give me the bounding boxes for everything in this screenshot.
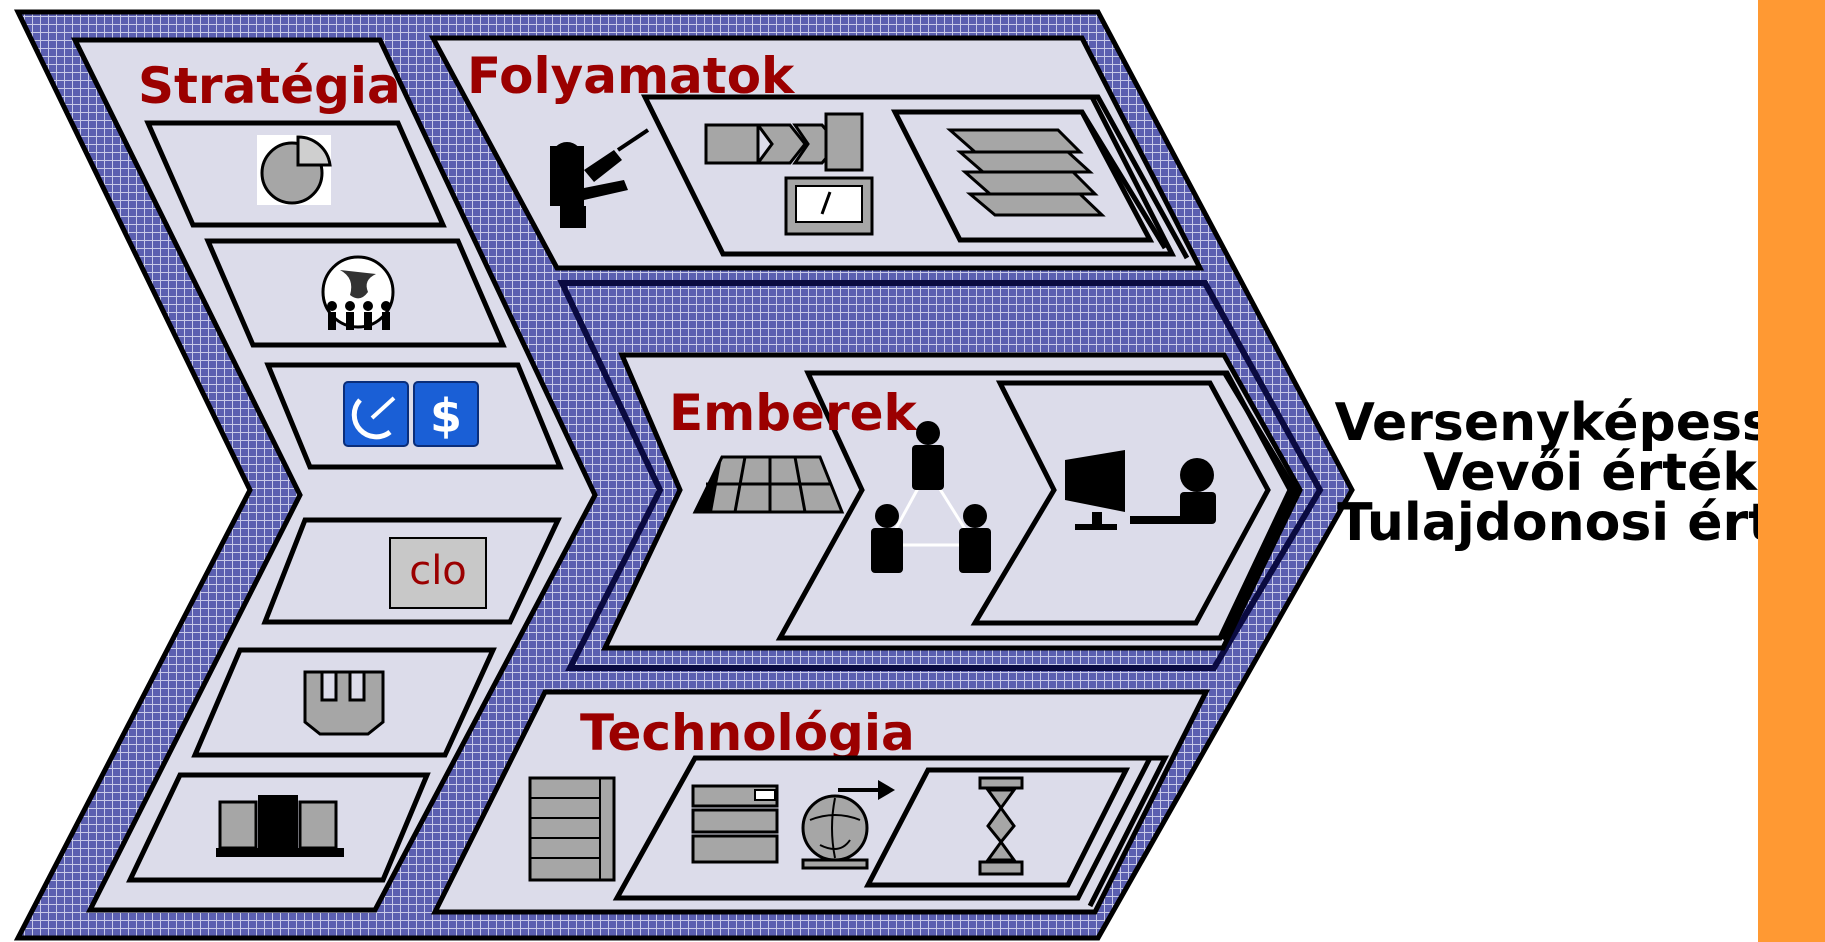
people-inner-line-1 (1221, 370, 1298, 642)
outcomes-list: Versenyképesség Vevői érték Tulajdonosi … (1320, 393, 1825, 553)
technology-inner-line (1087, 755, 1170, 908)
layers-icon (946, 128, 1106, 217)
technology-title: Technológia (580, 704, 915, 762)
satellite-dollar-icon: $ (343, 381, 479, 447)
outcome-shareholder-value: Tulajdonosi érték (1337, 493, 1825, 553)
strategy-title: Stratégia (138, 57, 401, 115)
printer-icon (691, 784, 779, 864)
clo-label: clo (409, 548, 467, 594)
processes-inner-line (1079, 110, 1168, 250)
chart-board-icon (692, 455, 845, 514)
people-title: Emberek (669, 384, 919, 442)
flow-diagram-icon (704, 112, 874, 236)
clo-icon: clo (389, 537, 487, 609)
worker-tool-icon (550, 128, 650, 228)
outcome-customer-value: Vevői érték (1423, 443, 1757, 503)
pie-chart-icon (257, 135, 332, 205)
globe-arrow-icon (801, 780, 895, 870)
computer-user-icon (1065, 450, 1216, 530)
castle-icon (303, 670, 385, 736)
network-people-icon (871, 421, 991, 573)
svg-text:$: $ (430, 389, 462, 443)
buildings-icon (216, 795, 344, 857)
server-rack-icon (528, 776, 616, 882)
outcome-competitiveness: Versenyképesség (1334, 393, 1825, 453)
globe-people-icon (321, 255, 395, 330)
accent-bar (1758, 0, 1825, 942)
bobbin-icon (978, 776, 1024, 876)
